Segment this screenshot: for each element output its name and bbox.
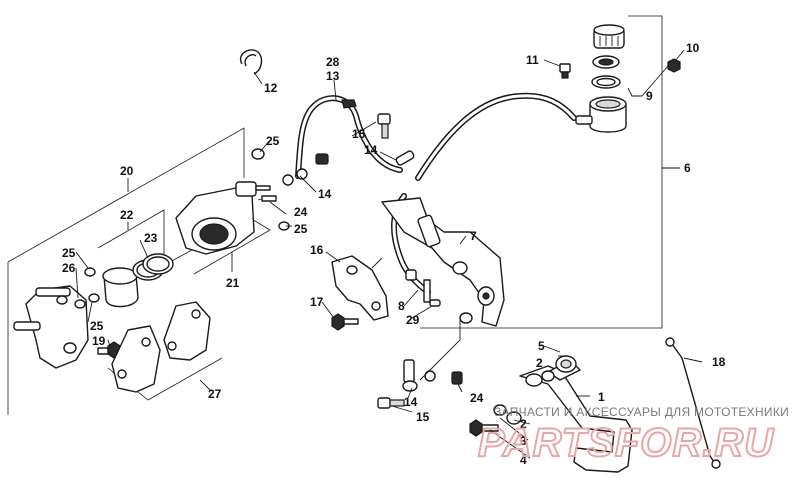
callout-11: 11 xyxy=(526,53,539,67)
callout-15: 15 xyxy=(352,127,366,141)
callout-7: 7 xyxy=(470,229,477,243)
callout-28: 28 xyxy=(326,55,340,69)
callout-21: 21 xyxy=(226,276,240,290)
callout-19: 19 xyxy=(92,334,106,348)
reservoir-nut xyxy=(667,58,681,73)
callout-27: 27 xyxy=(208,387,222,401)
callout-23: 23 xyxy=(144,231,158,245)
pedal-washer-2 xyxy=(493,370,555,416)
callout-1: 1 xyxy=(598,390,605,404)
leader-lines xyxy=(75,49,703,459)
pedal-bushing xyxy=(555,355,577,373)
bleeder-screw-caliper xyxy=(261,195,277,202)
brake-caliper xyxy=(175,181,273,255)
callout-26: 26 xyxy=(62,261,76,275)
callout-labels: 1 2 2 3 4 5 6 7 8 9 10 11 12 13 14 14 14… xyxy=(62,41,726,467)
callout-10: 10 xyxy=(686,41,700,55)
caliper-piston xyxy=(102,267,139,308)
brake-pad-right xyxy=(163,301,211,361)
watermark-logo: PARTSFOR.RU xyxy=(478,421,774,465)
callout-12: 12 xyxy=(264,81,278,95)
watermark-caption: ЗАПЧАСТИ И АКСЕССУАРЫ ДЛЯ МОТОТЕХНИКИ xyxy=(494,405,789,419)
callout-14: 14 xyxy=(404,395,418,409)
reservoir-seal-ring xyxy=(591,75,621,89)
caliper-mount-bracket xyxy=(13,285,89,369)
callout-5: 5 xyxy=(538,339,545,353)
bracket-bolt xyxy=(331,313,359,331)
callout-25: 25 xyxy=(294,222,308,236)
mounting-bracket xyxy=(331,255,389,321)
clevis-pin xyxy=(405,269,431,303)
callout-2: 2 xyxy=(520,417,527,431)
brake-hose-reservoir xyxy=(415,92,577,181)
callout-22: 22 xyxy=(120,208,134,222)
brake-hose-upper xyxy=(295,95,403,179)
piston-seal-set xyxy=(132,253,174,281)
banjo-bolt-upper xyxy=(377,113,391,139)
callout-14: 14 xyxy=(318,187,332,201)
reservoir-cap xyxy=(593,24,625,49)
cotter-pin xyxy=(429,299,441,307)
master-cylinder xyxy=(381,197,505,327)
callout-17: 17 xyxy=(310,295,324,309)
hose-fitting-caliper xyxy=(282,153,329,186)
reservoir-screw xyxy=(559,63,571,79)
callout-20: 20 xyxy=(120,164,134,178)
callout-3: 3 xyxy=(520,434,527,448)
brake-pad-left xyxy=(111,325,161,393)
callout-18: 18 xyxy=(712,355,726,369)
banjo-fitting-upper xyxy=(395,150,415,166)
washer-25-left xyxy=(74,267,100,309)
callout-13: 13 xyxy=(326,69,340,83)
group-bracket-22 xyxy=(97,209,165,254)
callout-25: 25 xyxy=(90,319,104,333)
callout-9: 9 xyxy=(646,89,653,103)
retaining-ring xyxy=(239,49,263,75)
callout-8: 8 xyxy=(398,299,405,313)
callout-24: 24 xyxy=(470,391,484,405)
callout-2: 2 xyxy=(536,356,543,370)
pedal-bolt xyxy=(469,419,499,437)
callout-15: 15 xyxy=(416,410,430,424)
banjo-bolt-lower xyxy=(377,397,405,409)
reservoir-body xyxy=(575,96,627,133)
group-bracket-20 xyxy=(7,127,245,415)
hose-clip xyxy=(341,99,357,109)
callout-25: 25 xyxy=(62,246,76,260)
callout-29: 29 xyxy=(406,313,420,327)
return-spring xyxy=(665,337,721,469)
bleeder-screw-lower xyxy=(451,371,463,385)
callout-4: 4 xyxy=(520,453,527,467)
banjo-fitting-lower xyxy=(402,359,436,392)
callout-25: 25 xyxy=(266,134,280,148)
reservoir-diaphragm xyxy=(592,55,620,69)
watermark: ЗАПЧАСТИ И АКСЕССУАРЫ ДЛЯ МОТОТЕХНИКИ PA… xyxy=(477,405,789,466)
callout-16: 16 xyxy=(310,243,324,257)
callout-14: 14 xyxy=(364,143,378,157)
group-bracket-6 xyxy=(420,15,680,329)
callout-6: 6 xyxy=(684,161,691,175)
callout-24: 24 xyxy=(294,205,308,219)
